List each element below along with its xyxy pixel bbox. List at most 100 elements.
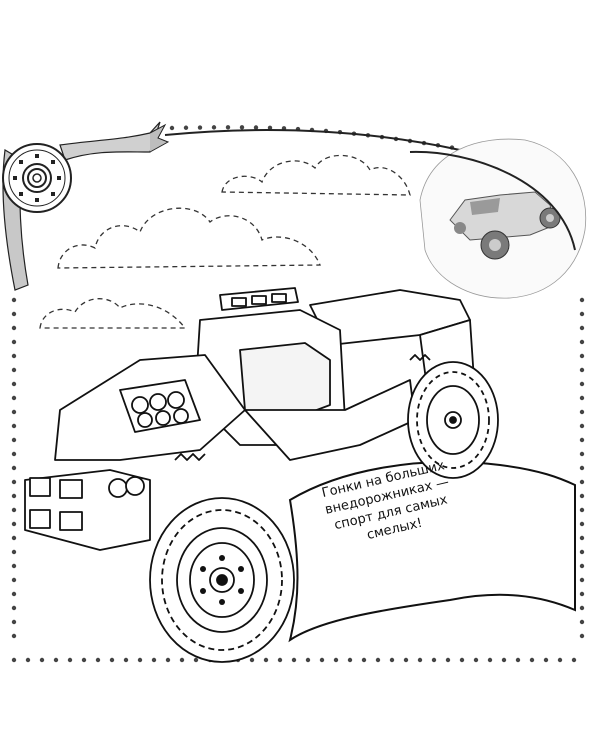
border-dot [579, 605, 585, 611]
border-dot [305, 657, 311, 663]
border-dot [579, 577, 585, 583]
border-dot [267, 125, 273, 131]
border-dot [579, 633, 585, 639]
border-dot [11, 577, 17, 583]
thumbnail-circle [419, 138, 587, 299]
frame-top-line [164, 129, 461, 151]
border-dot [11, 381, 17, 387]
border-dot [277, 657, 283, 663]
border-dot [579, 535, 585, 541]
border-dot [11, 339, 17, 345]
border-dot [11, 409, 17, 415]
border-dot [11, 451, 17, 457]
border-dot [579, 381, 585, 387]
border-dot [579, 507, 585, 513]
border-dot [211, 125, 217, 130]
border-dot [529, 657, 535, 663]
border-dot [11, 423, 17, 429]
border-dot [515, 657, 521, 663]
border-dot [579, 465, 585, 471]
border-dot [11, 325, 17, 331]
border-dot [579, 395, 585, 401]
border-dot [579, 339, 585, 345]
border-dot [375, 657, 381, 663]
border-dot [11, 437, 17, 443]
border-dot [11, 493, 17, 499]
border-dot [319, 657, 325, 663]
border-dot [473, 657, 479, 663]
border-dot [579, 479, 585, 485]
border-dot [183, 125, 189, 130]
border-dot [579, 409, 585, 415]
border-dot [53, 657, 59, 663]
border-dot [249, 657, 255, 663]
border-dot [169, 125, 175, 131]
rear-wheel [407, 361, 499, 479]
border-dot [11, 465, 17, 471]
border-dot [39, 657, 45, 663]
border-dot [193, 657, 199, 663]
border-dot [11, 657, 17, 663]
border-dot [445, 657, 451, 663]
border-dot [95, 657, 101, 663]
border-dot [11, 507, 17, 513]
border-dot [459, 657, 465, 663]
dashed-clouds [39, 154, 411, 329]
border-dot [579, 297, 585, 303]
border-dot [417, 657, 423, 663]
border-dot [11, 297, 17, 303]
monster-truck-thumbnail [449, 191, 561, 260]
border-dot [543, 657, 549, 663]
border-dot [11, 353, 17, 359]
border-dot [11, 563, 17, 569]
border-dot [137, 657, 143, 663]
front-wheel [149, 497, 295, 663]
border-dot [263, 657, 269, 663]
border-dot [579, 549, 585, 555]
border-dot [151, 657, 157, 663]
frame-right-curve [409, 150, 576, 251]
border-dot [179, 657, 185, 663]
border-dot [579, 451, 585, 457]
wheel-badge-icon [2, 143, 72, 213]
border-dot [197, 125, 203, 130]
border-dot [291, 657, 297, 663]
border-dot [11, 535, 17, 541]
border-dot [333, 657, 339, 663]
border-dot [571, 657, 577, 663]
border-dot [11, 395, 17, 401]
border-dot [11, 479, 17, 485]
border-dot [579, 619, 585, 625]
border-dot [81, 657, 87, 663]
border-dot [11, 311, 17, 317]
border-dot [403, 657, 409, 663]
border-dot [109, 657, 115, 663]
border-dot [579, 521, 585, 527]
border-dot [67, 657, 73, 663]
border-dot [579, 437, 585, 443]
border-dot [557, 657, 563, 663]
border-dot [11, 521, 17, 527]
border-dot [431, 657, 437, 663]
border-dot [579, 591, 585, 597]
border-dot [11, 605, 17, 611]
engine-block [119, 379, 201, 433]
border-dot [11, 591, 17, 597]
border-dot [11, 633, 17, 639]
border-dot [579, 311, 585, 317]
border-dot [579, 563, 585, 569]
border-dot [361, 657, 367, 663]
border-dot [389, 657, 395, 663]
border-dot [579, 493, 585, 499]
monster-truck-illustration [24, 287, 499, 663]
border-dot [239, 125, 245, 130]
border-dot [25, 657, 31, 663]
border-dot [11, 549, 17, 555]
border-dot [579, 423, 585, 429]
border-dot [253, 125, 259, 130]
border-dot [165, 657, 171, 663]
border-dot [501, 657, 507, 663]
border-dot [347, 657, 353, 663]
